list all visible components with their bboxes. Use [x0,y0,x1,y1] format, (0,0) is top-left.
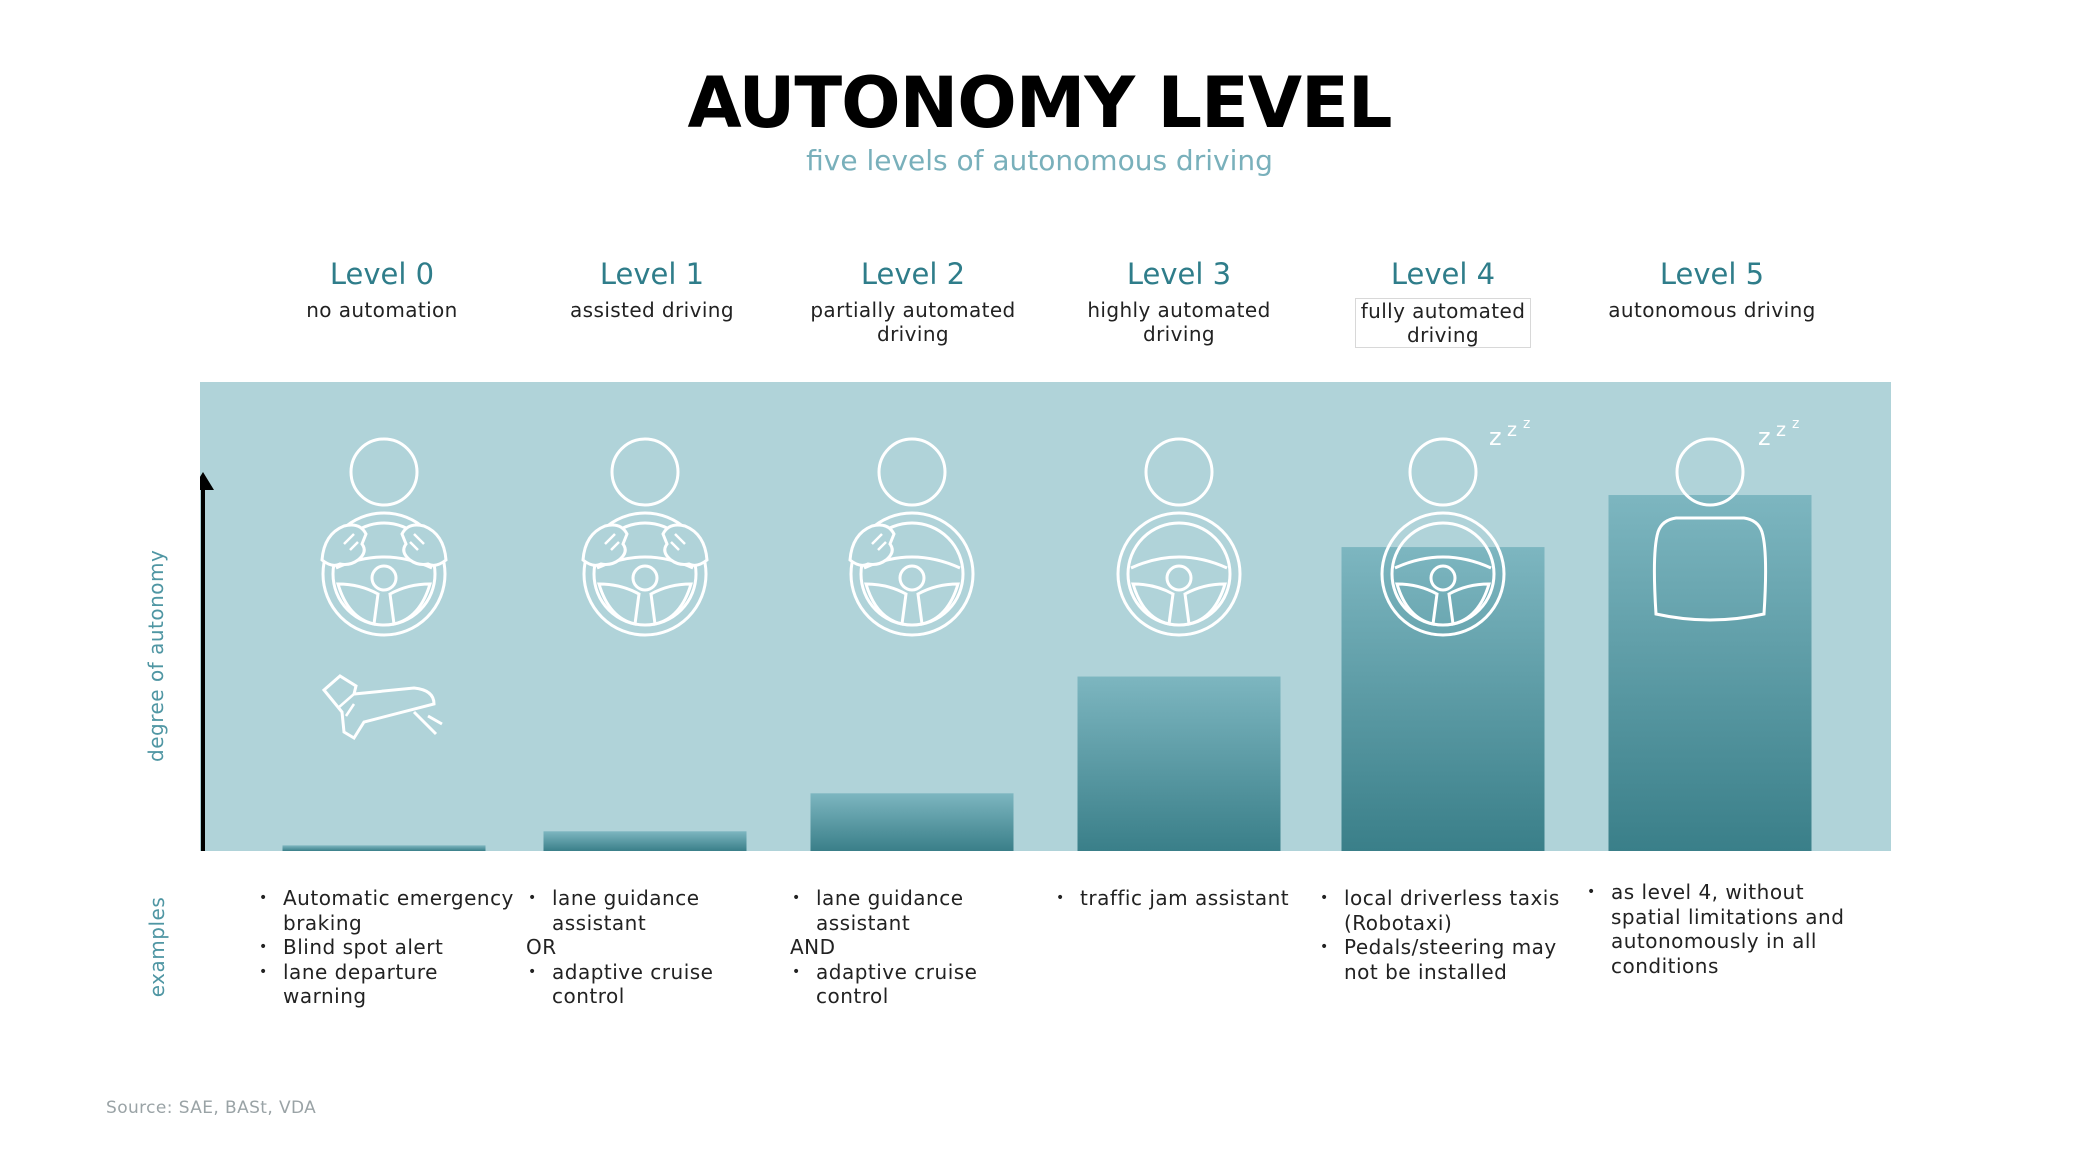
level-description: autonomous driving [1608,298,1816,322]
level-description: highly automated driving [1087,298,1271,346]
bar-level-1 [543,831,747,851]
chart-panel: z z z z z z [200,382,1891,851]
level-name: Level 2 [860,257,966,291]
example-item: lane departure warning [257,960,517,1009]
level-name: Level 4 [1390,257,1496,291]
sleep-z-icon: z [1489,423,1502,451]
y-axis-label: degree of autonomy [144,549,168,762]
page-subtitle: five levels of autonomous driving [806,144,1273,177]
level-header-2: Level 2 partially automated driving [763,256,1063,346]
example-connector: AND [790,935,836,960]
bar-level-2 [810,793,1014,851]
sleep-z-icon: z [1758,423,1771,451]
example-item: lane guidance assistant [790,886,1050,935]
bar-level-0 [282,845,486,851]
bar-level-3 [1077,676,1281,851]
example-item: Automatic emergency braking [257,886,517,935]
examples-list-level-3: traffic jam assistant [1054,886,1314,911]
autonomy-bar-chart: z z z z z z [200,416,1812,851]
level-header-3: Level 3 highly automated driving [1029,256,1329,346]
source-note: Source: SAE, BASt, VDA [106,1098,317,1118]
example-item: as level 4, without spatial limitations … [1585,880,1845,978]
examples-list-level-2: lane guidance assistantANDadaptive cruis… [790,886,1050,1009]
bar-level-5 [1608,495,1812,851]
level-name: Level 1 [599,257,705,291]
example-item: adaptive cruise control [526,960,786,1009]
examples-list-level-4: local driverless taxis (Robotaxi)Pedals/… [1318,886,1578,984]
sleep-z-icon: z [1776,419,1786,441]
level-description: assisted driving [570,298,734,322]
examples-list-level-1: lane guidance assistantORadaptive cruise… [526,886,786,1009]
example-item: local driverless taxis (Robotaxi) [1318,886,1578,935]
level-header-5: Level 5 autonomous driving [1562,256,1862,322]
level-name: Level 0 [329,257,435,291]
level-name: Level 5 [1659,257,1765,291]
y-axis-arrowhead-icon [200,472,214,490]
example-item: Blind spot alert [257,935,517,960]
example-item: lane guidance assistant [526,886,786,935]
level-name: Level 3 [1126,257,1232,291]
examples-axis-label: examples [145,896,169,998]
level-description: partially automated driving [810,298,1016,346]
level-description: fully automated driving [1355,298,1531,348]
examples-list-level-0: Automatic emergency brakingBlind spot al… [257,886,517,1009]
level-header-4: Level 4 fully automated driving [1293,256,1593,348]
driver-hands-off-wheel-icon [1116,437,1242,637]
driver-hands-on-wheel-icon [581,437,709,637]
level-header-0: Level 0 no automation [232,256,532,322]
example-item: traffic jam assistant [1054,886,1314,911]
sleep-z-icon: z [1507,419,1517,441]
level-description: no automation [306,298,458,322]
driver-one-hand-on-wheel-icon [848,437,975,637]
example-item: adaptive cruise control [790,960,1050,1009]
level-header-1: Level 1 assisted driving [502,256,802,322]
driver-hands-on-wheel-foot-on-pedal-icon [320,437,448,741]
examples-list-level-5: as level 4, without spatial limitations … [1585,880,1845,978]
example-item: Pedals/steering may not be installed [1318,935,1578,984]
page-title: AUTONOMY LEVEL [687,62,1393,144]
sleeping-driver-wheel-icon: z z z [1380,416,1530,637]
bars-layer [282,495,1812,851]
sleep-z-icon: z [1792,416,1799,432]
bar-level-4 [1341,547,1545,851]
sleep-z-icon: z [1523,416,1530,432]
sleeping-passenger-no-wheel-icon: z z z [1652,416,1799,622]
example-connector: OR [526,935,557,960]
